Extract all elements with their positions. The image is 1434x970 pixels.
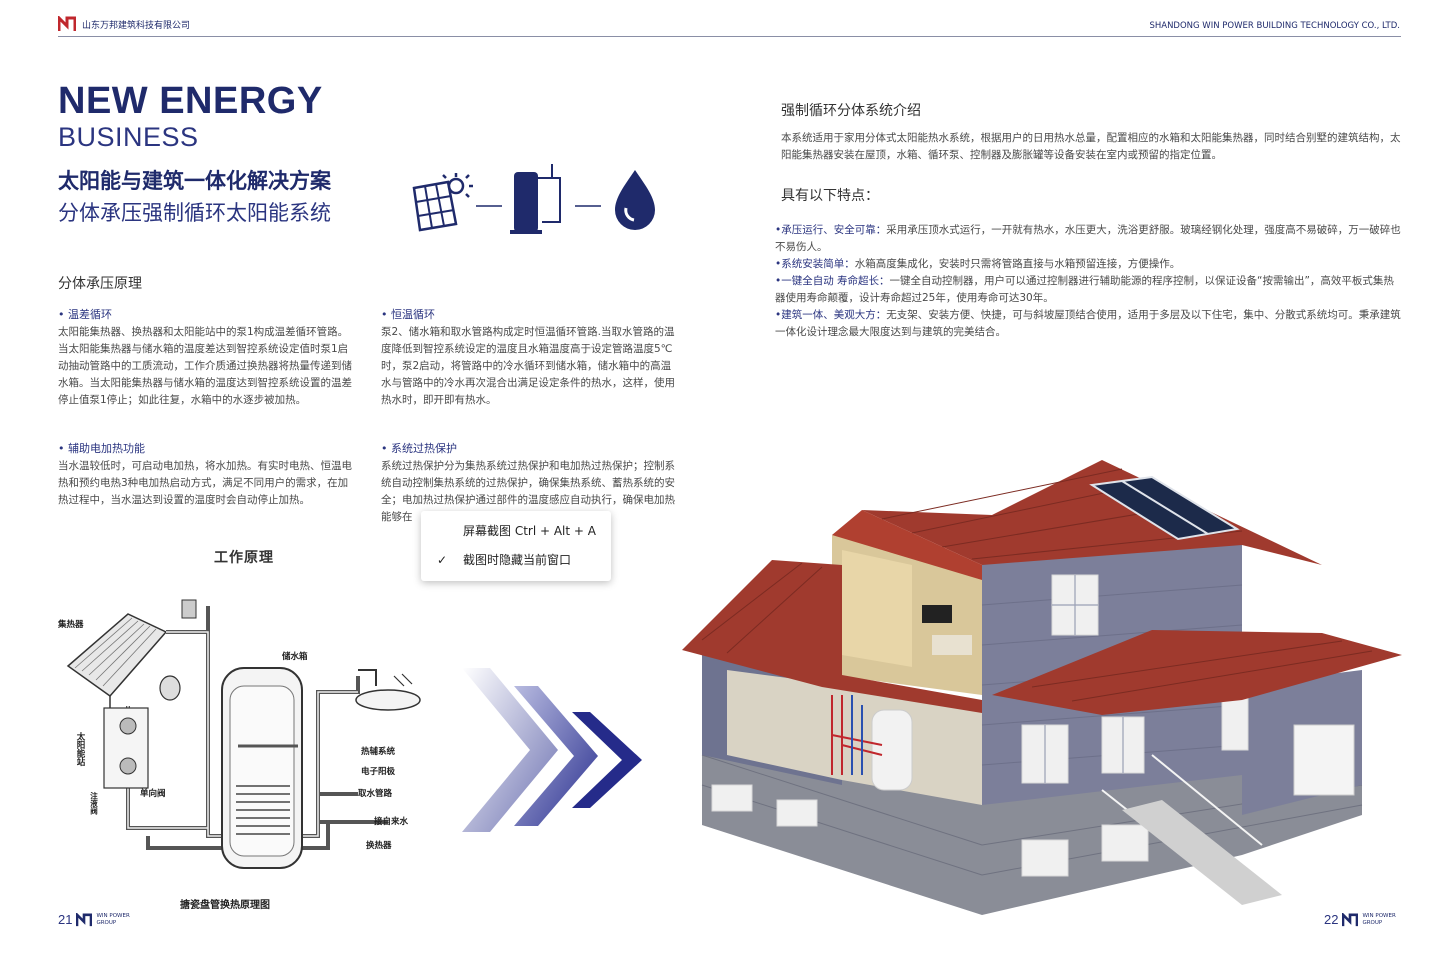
hero-subtitle-2: 分体承压强制循环太阳能系统 <box>58 201 331 225</box>
company-name-en: SHANDONG WIN POWER BUILDING TECHNOLOGY C… <box>1149 21 1400 31</box>
brand-logo-icon <box>76 912 93 926</box>
principle-heading: 系统过热保护 <box>381 440 679 457</box>
feature-item: •系统安装简单：水箱高度集成化，安装时只需将管路直接与水箱预留连接，方便操作。 <box>775 258 1181 270</box>
brand-mini-left: WIN POWER GROUP <box>96 912 130 926</box>
label-tank: 储水箱 <box>281 651 308 662</box>
header-logo: 山东万邦建筑科技有限公司 <box>58 16 190 32</box>
company-name-cn: 山东万邦建筑科技有限公司 <box>82 20 191 31</box>
label-station: 太阳能站 <box>75 731 86 767</box>
label-fill-valve: 注液阀 <box>89 791 98 816</box>
features-title: 具有以下特点： <box>781 188 879 204</box>
label-exchanger: 换热器 <box>366 840 392 851</box>
feature-item: •一键全自动 寿命超长：一键全自动控制器，用户可以通过控制器进行辅助能源的程序控… <box>775 275 1394 304</box>
principle-heading: 辅助电加热功能 <box>58 440 356 457</box>
principle-body: 当水温较低时，可启动电加热，将水加热。有实时电热、恒温电热和预约电热3种电加热启… <box>58 460 352 506</box>
feature-item: •建筑一体、美观大方：无支架、安装方便、快捷，可与斜坡屋顶结合使用，适用于多层及… <box>775 309 1401 338</box>
principle-body: 系统过热保护分为集热系统过热保护和电加热过热保护；控制系统自动控制集热系统的过热… <box>381 460 675 523</box>
water-tank-icon <box>510 164 561 234</box>
label-tap-water: 接自来水 <box>374 816 409 827</box>
principle-heading: 恒温循环 <box>381 306 679 323</box>
footer-left: 21 WIN POWER GROUP <box>58 912 130 927</box>
label-anode: 电子阳极 <box>361 766 396 777</box>
principle-block: 恒温循环 泵2、储水箱和取水管路构成定时恒温循环管路.当取水管路的温度降低到智控… <box>381 306 679 409</box>
principle-body: 泵2、储水箱和取水管路构成定时恒温循环管路.当取水管路的温度降低到智控系统设定的… <box>381 326 675 406</box>
hero-subtitle-1: 太阳能与建筑一体化解决方案 <box>58 169 331 193</box>
brand-logo-icon <box>1342 912 1359 926</box>
water-drop-icon <box>615 170 655 230</box>
label-heat-system: 热辅系统 <box>361 746 396 757</box>
principle-block: 辅助电加热功能 当水温较低时，可启动电加热，将水加热。有实时电热、恒温电热和预约… <box>58 440 356 509</box>
label-check-valve: 单向阀 <box>140 788 166 799</box>
footer-right: 22 WIN POWER GROUP <box>1324 912 1396 927</box>
features-list: •承压运行、安全可靠：采用承压顶水式运行，一开就有热水，水压更大，洗浴更舒服。玻… <box>775 222 1402 341</box>
diagram-title: 工作原理 <box>214 550 274 566</box>
brand-mini-right: WIN POWER GROUP <box>1362 912 1396 926</box>
menu-item-screenshot[interactable]: 屏幕截图 Ctrl + Alt + A <box>463 524 596 538</box>
checkmark-icon: ✓ <box>437 553 448 567</box>
header-divider <box>58 36 1401 37</box>
chevron-arrows-icon <box>462 668 642 832</box>
principle-body: 太阳能集热器、换热器和太阳能站中的泵1构成温差循环管路。当太阳能集热器与储水箱的… <box>58 326 352 406</box>
label-collector: 集热器 <box>58 619 84 630</box>
house-illustration <box>682 460 1402 915</box>
screenshot-context-menu: 屏幕截图 Ctrl + Alt + A ✓ 截图时隐藏当前窗口 <box>421 511 611 581</box>
principle-heading: 温差循环 <box>58 306 356 323</box>
menu-item-hide-window[interactable]: ✓ 截图时隐藏当前窗口 <box>421 546 611 574</box>
solar-station <box>103 707 149 789</box>
intro-body: 本系统适用于家用分体式太阳能热水系统，根据用户的日用热水总量，配置相应的水箱和太… <box>781 132 1401 161</box>
storage-tank <box>221 667 303 869</box>
principle-section-title: 分体承压原理 <box>58 276 142 292</box>
sink <box>355 669 421 711</box>
page-number-left: 21 <box>58 912 73 927</box>
feature-item: •承压运行、安全可靠：采用承压顶水式运行，一开就有热水，水压更大，洗浴更舒服。玻… <box>775 224 1401 253</box>
hero-title-line1: NEW ENERGY <box>58 80 323 122</box>
company-logo-icon <box>58 16 76 31</box>
working-principle-diagram: 集热器 储水箱 热辅系统 电子阳极 取水管路 接自来水 换热器 单向阀 太阳能站… <box>58 599 421 869</box>
solar-icons-row <box>412 164 655 234</box>
label-outlet: 取水管路 <box>358 788 393 799</box>
principle-block: 温差循环 太阳能集热器、换热器和太阳能站中的泵1构成温差循环管路。当太阳能集热器… <box>58 306 356 409</box>
intro-title: 强制循环分体系统介绍 <box>781 103 921 119</box>
solar-panel-icon <box>412 173 473 232</box>
diagram-caption: 搪瓷盘管换热原理图 <box>180 900 270 911</box>
principle-block: 系统过热保护 系统过热保护分为集热系统过热保护和电加热过热保护；控制系统自动控制… <box>381 440 679 524</box>
hero-title-line2: BUSINESS <box>58 122 199 152</box>
page-number-right: 22 <box>1324 912 1339 927</box>
